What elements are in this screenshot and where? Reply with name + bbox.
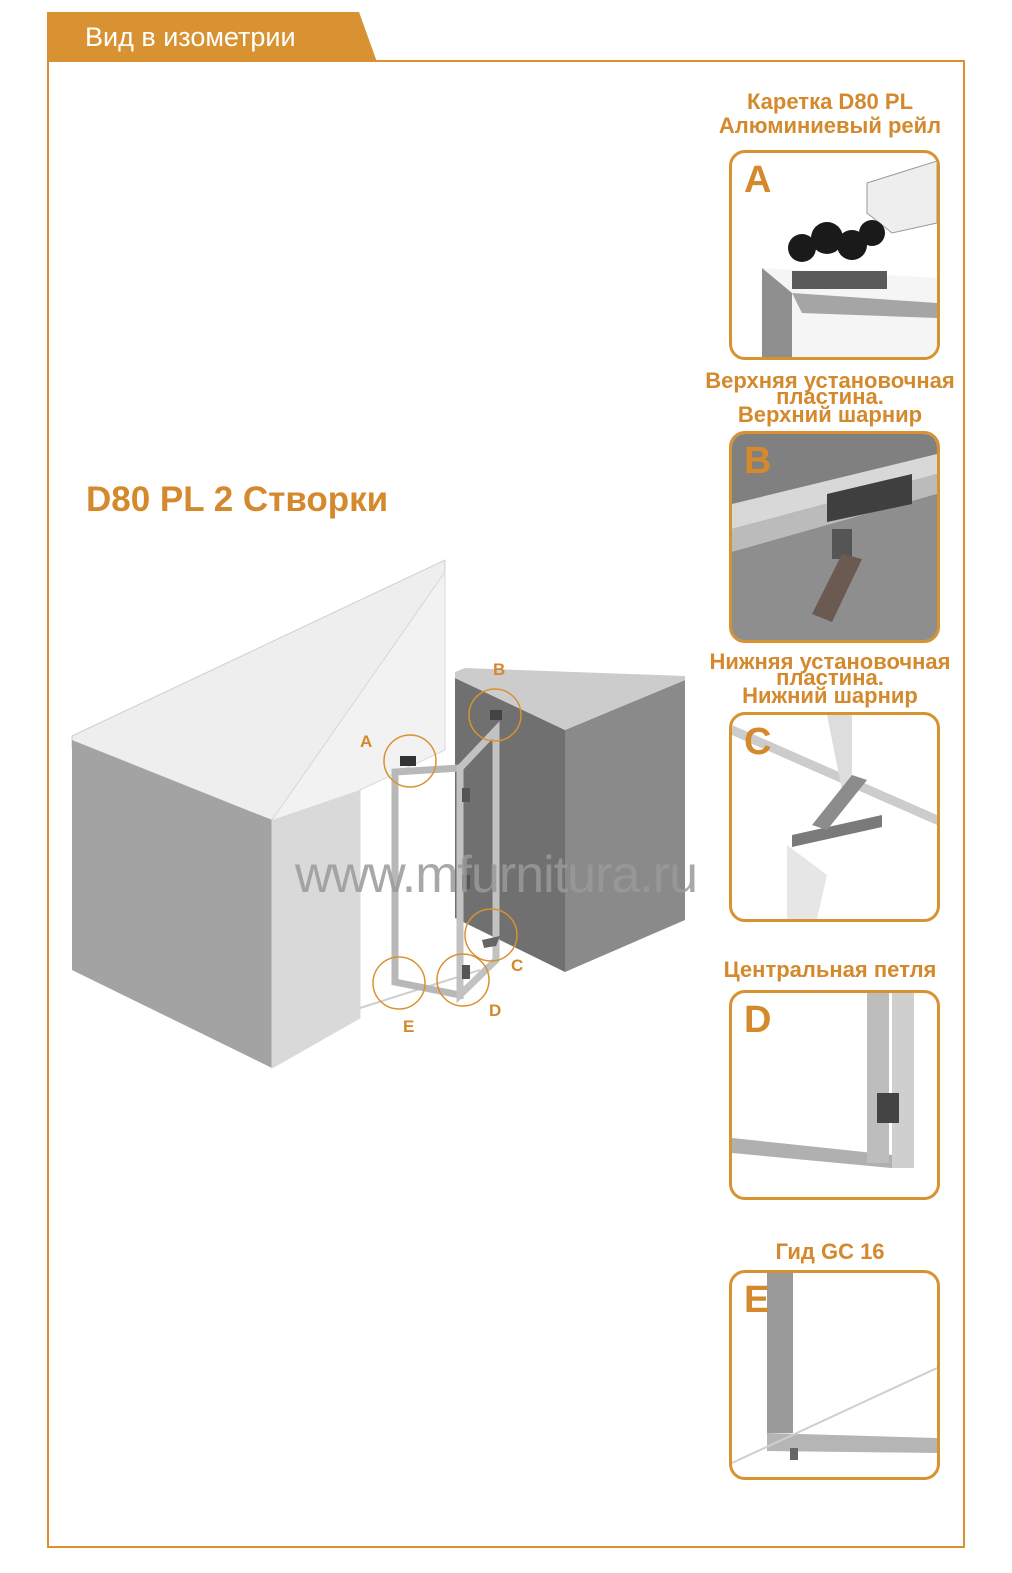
detail-panel-a: A [729, 150, 940, 360]
detail-a-caption-line: Каретка D80 PL [746, 89, 914, 114]
detail-b-caption-line: пластина. [776, 384, 884, 409]
detail-e-letter: E [744, 1279, 770, 1321]
detail-d-illustration [732, 993, 914, 1168]
detail-a-caption: Каретка D80 PL Алюминиевый рейл [690, 90, 970, 138]
detail-a-letter: A [744, 159, 772, 201]
callout-circle-b [468, 688, 522, 742]
detail-b-illustration [732, 434, 937, 640]
content-frame [47, 60, 965, 1548]
callout-circle-e [372, 956, 426, 1010]
callout-label-b: B [493, 660, 506, 679]
detail-c-letter: C [744, 721, 772, 763]
detail-panel-c: C [729, 712, 940, 922]
right-wall-front [455, 678, 565, 972]
detail-b-caption-line: Верхний шарнир [737, 402, 923, 427]
callout-label-c: C [511, 956, 524, 975]
detail-c-caption-line: Нижний шарнир [742, 683, 918, 708]
isometric-scene [71, 559, 685, 1069]
detail-b-caption-line: Верхняя установочная [705, 368, 955, 393]
callout-circle-c [464, 908, 518, 962]
callout-circle-d [436, 953, 490, 1007]
detail-d-letter: D [744, 999, 772, 1041]
right-wall-top [455, 668, 685, 730]
detail-c-caption-line: Нижняя установочная [709, 649, 951, 674]
left-wall-front [72, 740, 272, 1068]
detail-panel-d: D [729, 990, 940, 1200]
detail-b-letter: B [744, 440, 772, 482]
detail-panel-b: B [729, 431, 940, 643]
hinge [462, 788, 470, 802]
detail-e-caption: Гид GC 16 [690, 1240, 970, 1264]
bottom-pivot-icon [482, 936, 500, 948]
detail-d-caption-line: Центральная петля [723, 957, 937, 982]
callout-label-e: E [403, 1017, 415, 1036]
hinge [462, 965, 470, 979]
left-wall-edge [272, 790, 360, 1068]
detail-c-illustration [732, 715, 937, 919]
callout-label-d: D [489, 1001, 502, 1020]
detail-c-caption: Нижняя установочная пластина. Нижний шар… [690, 650, 970, 708]
header-tab: Вид в изометрии [47, 12, 377, 62]
detail-b-caption: Верхняя установочная пластина. Верхний ш… [690, 369, 970, 427]
watermark: www.mfurnitura.ru [295, 846, 698, 904]
main-title: D80 PL 2 Створки [86, 480, 389, 519]
detail-e-illustration [732, 1273, 937, 1464]
right-wall-side [565, 680, 685, 972]
detail-a-illustration [762, 160, 937, 357]
detail-d-caption: Центральная петля [690, 958, 970, 982]
callout-circle-a [383, 734, 437, 788]
detail-a-caption-line: Алюминиевый рейл [718, 113, 942, 138]
callout-label-a: A [360, 732, 373, 751]
header-tab-shape [47, 12, 377, 62]
detail-panel-e: E [729, 1270, 940, 1480]
detail-e-caption-line: Гид GC 16 [775, 1239, 885, 1264]
hinge [462, 875, 470, 889]
detail-c-caption-line: пластина. [776, 665, 884, 690]
top-pivot-icon [490, 710, 502, 720]
carriage-icon [400, 756, 416, 766]
header-title: Вид в изометрии [85, 22, 296, 52]
